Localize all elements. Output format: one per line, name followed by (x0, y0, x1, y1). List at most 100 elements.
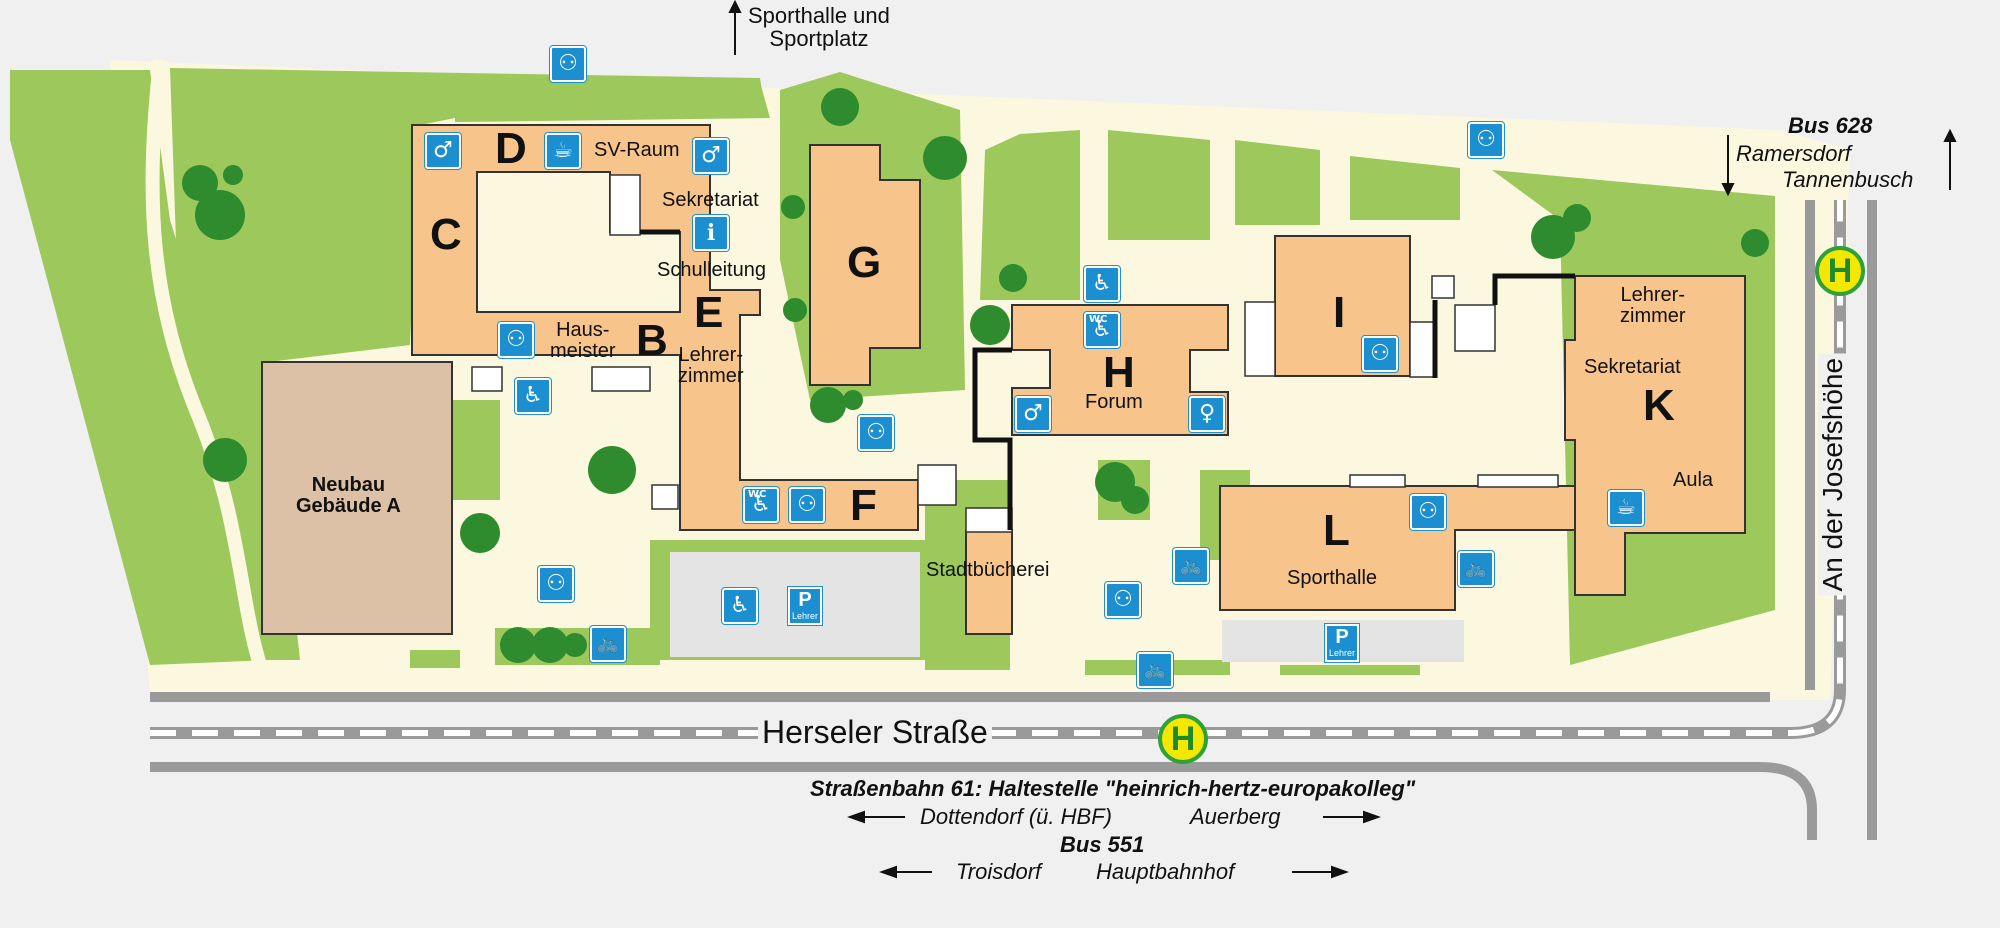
male-toilet-icon: ♂ (693, 138, 729, 174)
building-label-e: E (694, 288, 724, 337)
arrow-tannenbusch-head (1943, 128, 1957, 142)
building-label-a: Neubau Gebäude A (296, 474, 401, 517)
tree (588, 446, 636, 494)
tree (843, 390, 863, 410)
wc-label: WC (1089, 314, 1108, 325)
tree (195, 190, 245, 240)
building-stadtbuecherei (965, 529, 1013, 635)
grass-h-north (980, 130, 1080, 300)
toilet-icon: ⚇ (538, 566, 574, 602)
tree (223, 165, 243, 185)
building-label-i: I (1333, 288, 1346, 337)
tree (923, 136, 967, 180)
accessible-wc-icon: WC♿ (743, 487, 779, 523)
building-g (809, 144, 921, 386)
toilet-icon: ⚇ (789, 487, 825, 523)
room-label-sv-raum: SV-Raum (594, 139, 680, 161)
tree (1121, 486, 1149, 514)
toilet-icon: ⚇ (858, 415, 894, 451)
tree (563, 633, 587, 657)
male-toilet-icon: ♂ (425, 133, 461, 169)
tree (783, 298, 807, 322)
troisdorf-label: Troisdorf (956, 859, 1042, 884)
tree (1563, 204, 1591, 232)
bike-parking-icon: 🚲 (1137, 652, 1173, 688)
tree (781, 195, 805, 219)
parking-letter: P (1335, 626, 1349, 648)
toilet-icon: ⚇ (1410, 494, 1446, 530)
tree (810, 387, 846, 423)
room-label-schulleitung: Schulleitung (657, 259, 766, 281)
grass-south-small (410, 650, 460, 668)
building-label-l: L (1323, 506, 1350, 555)
stairs-4 (917, 464, 957, 506)
stairs-1 (471, 366, 503, 392)
stairs-7 (1409, 321, 1436, 378)
lehrer-label: Lehrer (791, 611, 818, 621)
bus-stop-sign-josefshoehe: H (1815, 246, 1865, 296)
stairs-2 (591, 366, 651, 392)
stairs-5 (965, 507, 1013, 533)
room-label-sekretariat-k: Sekretariat (1584, 356, 1681, 378)
accessible-parking-icon: ♿ (722, 588, 758, 624)
stairs-8 (1431, 275, 1455, 299)
building-a (261, 361, 453, 635)
coffee-icon: ☕ (545, 133, 581, 169)
hauptbahnhof-label: Hauptbahnhof (1096, 859, 1235, 884)
wc-label: WC (748, 489, 767, 500)
coffee-icon: ☕ (1608, 490, 1644, 526)
stairs-3 (651, 484, 679, 510)
dottendorf-label: Dottendorf (ü. HBF) (920, 804, 1112, 829)
arrow-sport-head (728, 0, 742, 13)
room-label-sekretariat-e: Sekretariat (662, 189, 759, 211)
direction-sport-label: Sporthalle und Sportplatz (748, 3, 890, 52)
room-label-stadtbuecherei: Stadtbücherei (926, 559, 1050, 581)
stairs (471, 174, 1559, 533)
info-icon: i (693, 215, 729, 251)
toilet-icon: ⚇ (1468, 122, 1504, 158)
building-label-c: C (430, 210, 462, 259)
roads (150, 200, 1877, 840)
toilet-icon: ⚇ (498, 322, 534, 358)
building-label-d: D (495, 124, 527, 173)
grass-a-east (450, 400, 500, 500)
parking-letter: P (798, 589, 812, 611)
tree (970, 305, 1010, 345)
bike-parking-icon: 🚲 (1173, 548, 1209, 584)
grass-h-north2 (1108, 130, 1210, 240)
bus551-label: Bus 551 (1060, 832, 1145, 857)
stairs-11 (1349, 474, 1406, 488)
accessible-icon: ♿ (1084, 266, 1120, 302)
building-label-f: F (850, 481, 877, 530)
west-footpath (145, 59, 267, 668)
toilet-icon: ⚇ (550, 46, 586, 82)
grass-i-north (1235, 140, 1320, 225)
grass-i-north2 (1350, 156, 1460, 220)
room-label-lehrerzimmer-k: Lehrer- zimmer (1620, 284, 1686, 327)
tram-line-label: Straßenbahn 61: Haltestelle "heinrich-he… (810, 776, 1416, 801)
male-toilet-icon: ♂ (1015, 396, 1051, 432)
room-label-forum: Forum (1085, 391, 1143, 413)
tannenbusch-label: Tannenbusch (1782, 167, 1914, 192)
arrow-auerberg-head (1363, 810, 1381, 824)
covered-walkways (640, 229, 1575, 530)
bike-parking-icon: 🚲 (590, 626, 626, 662)
walkway-h (972, 347, 1013, 530)
building-l (1219, 485, 1576, 611)
tree (182, 165, 218, 201)
tree (500, 627, 536, 663)
room-label-lehrerzimmer-e: Lehrer- zimmer (678, 344, 744, 387)
accessible-icon: ♿ (515, 378, 551, 414)
arrow-dottendorf-head (847, 810, 865, 824)
tree (532, 627, 568, 663)
street-label-josefshoehe: An der Josefshöhe (1817, 353, 1848, 596)
arrows (728, 0, 1957, 879)
stairs-9 (1454, 304, 1496, 352)
trees (182, 88, 1769, 663)
female-toilet-icon: ♀ (1189, 396, 1225, 432)
ramersdorf-label: Ramersdorf (1736, 141, 1851, 166)
road-kerb-south (150, 762, 1817, 840)
bus628-label: Bus 628 (1788, 113, 1873, 138)
